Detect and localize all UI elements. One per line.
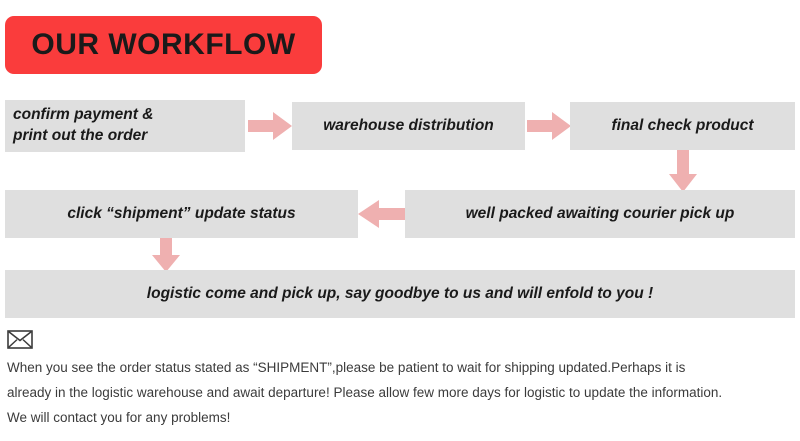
flow-step-well-packed: well packed awaiting courier pick up: [405, 190, 795, 238]
flow-step-click-shipment: click “shipment” update status: [5, 190, 358, 238]
arrow-right-icon: [248, 111, 292, 141]
page-title-banner: OUR WORKFLOW: [5, 16, 322, 74]
flow-step-label: final check product: [611, 116, 754, 134]
footer-note: When you see the order status stated as …: [7, 330, 795, 430]
flow-step-warehouse-distribution: warehouse distribution: [292, 102, 525, 150]
page-title: OUR WORKFLOW: [31, 28, 296, 61]
flow-step-logistic-pickup: logistic come and pick up, say goodbye t…: [5, 270, 795, 318]
flow-step-label: logistic come and pick up, say goodbye t…: [146, 284, 654, 302]
flow-step-label: well packed awaiting courier pick up: [465, 204, 735, 222]
flow-step-final-check-product: final check product: [570, 102, 795, 150]
arrow-right-icon: [527, 111, 571, 141]
flow-step-label: confirm payment & print out the order: [13, 106, 154, 144]
arrow-down-icon: [151, 238, 181, 272]
footer-line: already in the logistic warehouse and aw…: [7, 385, 723, 400]
footer-line: We will contact you for any problems!: [7, 410, 231, 425]
footer-line: When you see the order status stated as …: [7, 360, 686, 375]
arrow-down-icon: [668, 150, 698, 192]
envelope-icon: [7, 330, 33, 349]
flow-step-confirm-payment: confirm payment & print out the order: [5, 100, 245, 152]
flow-step-label: warehouse distribution: [323, 116, 494, 134]
arrow-left-icon: [358, 199, 405, 229]
flow-step-label: click “shipment” update status: [67, 204, 296, 222]
